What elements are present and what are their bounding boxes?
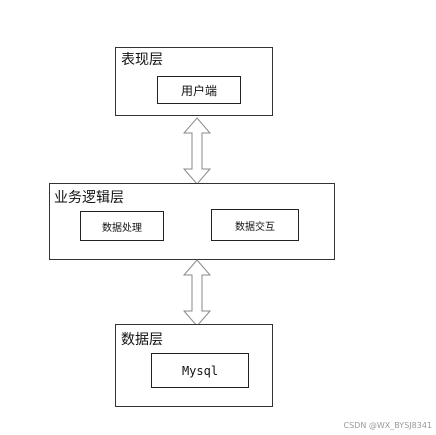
business-logic-layer: 业务逻辑层 数据处理 数据交互 xyxy=(49,183,335,260)
presentation-layer-title: 表现层 xyxy=(121,52,163,68)
mysql-label: Mysql xyxy=(181,363,219,378)
client-box-label: 用户端 xyxy=(180,83,217,98)
watermark: CSDN @WX_BYSJ8341 xyxy=(343,421,432,430)
bidirectional-arrow-top xyxy=(182,117,212,185)
data-layer-title: 数据层 xyxy=(121,332,163,348)
business-logic-layer-title: 业务逻辑层 xyxy=(54,190,124,206)
data-layer: 数据层 Mysql xyxy=(115,324,273,407)
data-processing-label: 数据处理 xyxy=(102,222,142,234)
client-box: 用户端 xyxy=(157,76,241,104)
mysql-box: Mysql xyxy=(151,353,249,388)
presentation-layer: 表现层 用户端 xyxy=(115,47,273,116)
bidirectional-arrow-bottom xyxy=(182,259,212,327)
data-processing-box: 数据处理 xyxy=(80,211,164,241)
data-interaction-box: 数据交互 xyxy=(211,209,299,241)
data-interaction-label: 数据交互 xyxy=(235,221,275,233)
